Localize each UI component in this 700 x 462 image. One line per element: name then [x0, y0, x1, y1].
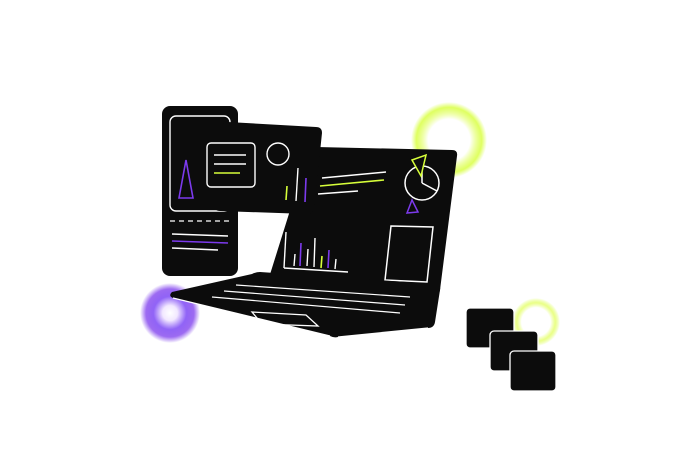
screen-line: [317, 190, 359, 195]
circle-icon: [266, 142, 290, 166]
screen-line-accent: [319, 179, 385, 187]
screen-line: [321, 171, 387, 179]
card-text-block: [206, 142, 256, 188]
bar-chart-icon: [283, 231, 349, 273]
trackpad: [250, 311, 320, 327]
chart-card: [206, 122, 322, 214]
triangle-icon: [178, 159, 194, 199]
pie-chart-icon: [404, 153, 440, 214]
laptop-base: [170, 272, 441, 338]
stacked-cards-icon: [465, 307, 557, 392]
screen-panel: [384, 225, 434, 283]
